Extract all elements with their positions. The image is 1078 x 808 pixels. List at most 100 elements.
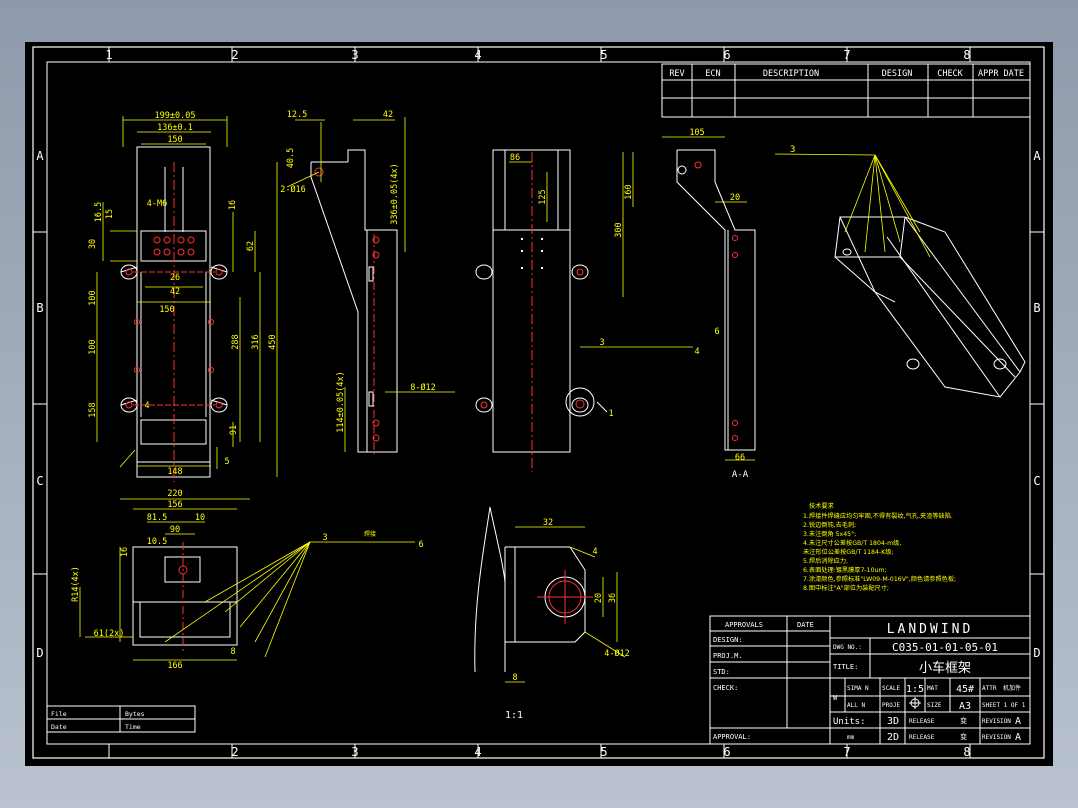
dim-62: 62	[246, 241, 256, 251]
dim-side-8-d12: 8-Ø12	[410, 382, 436, 393]
dim-det-32: 32	[543, 518, 553, 528]
rev-header-description: DESCRIPTION	[763, 69, 819, 79]
tb-2d: 2D	[887, 732, 899, 743]
front-view-holes	[125, 162, 223, 482]
detail-view-hole	[537, 570, 593, 624]
dim-det-4-d12: 4-Ø12	[604, 648, 630, 659]
tb-revision-val-2: A	[1015, 732, 1021, 743]
dim-det-20: 20	[594, 593, 604, 603]
projection-symbol	[909, 697, 921, 709]
bottom-view-holes	[178, 542, 188, 652]
dim-158: 158	[88, 402, 98, 417]
weld-note: 焊接	[364, 530, 376, 538]
dim-26: 26	[170, 273, 180, 283]
col-label-4-bottom: 4	[474, 745, 481, 759]
dim-30: 30	[88, 239, 98, 249]
col-label-6-bottom: 6	[723, 745, 730, 759]
col-label-5: 5	[600, 48, 607, 62]
detail-scale: 1:1	[505, 710, 523, 721]
dim-aa-105: 105	[689, 128, 704, 138]
tb-dwg-no-label: DWG NO.:	[833, 644, 862, 651]
tb-company: LANDWIND	[887, 622, 974, 637]
rev-header-design: DESIGN	[882, 69, 913, 79]
cad-viewport[interactable]: 1 2 3 4 5 6 7 8 2 3 4 5 6 7 8 A B C D A …	[25, 42, 1053, 766]
grid-ticks	[33, 47, 1044, 758]
bytes-label: Bytes	[125, 710, 145, 718]
col-label-2: 2	[231, 48, 238, 62]
note-line-3: 3.未注倒角 5x45°;	[803, 530, 856, 538]
rev-header-appr-date: APPR DATE	[978, 69, 1024, 79]
tb-design: DESIGN:	[713, 636, 743, 644]
col-label-3: 3	[351, 48, 358, 62]
dim-side-2-d16: 2-Ø16	[280, 184, 306, 195]
tb-all: ALL N	[847, 702, 865, 709]
tb-attr-label: ATTR	[982, 685, 997, 692]
row-label-c-right: C	[1033, 474, 1040, 488]
row-label-b-right: B	[1033, 301, 1040, 315]
dim-4-m6: 4-M6	[147, 199, 167, 209]
dim-top-w3: 150	[167, 135, 182, 145]
dim-bot-61: 61(2x)	[94, 629, 125, 639]
time-label: Time	[125, 723, 141, 731]
tb-scale: 1:5	[906, 684, 924, 695]
tb-size: A3	[959, 701, 971, 712]
tb-approval: APPROVAL:	[713, 733, 751, 741]
tb-check: CHECK:	[713, 684, 738, 692]
tb-3d: 3D	[887, 716, 899, 727]
tb-title: 小车框架	[919, 660, 971, 676]
dim-100-b: 100	[88, 339, 98, 354]
dim-bot-10-5: 10.5	[147, 537, 167, 547]
dim-15: 15	[105, 209, 115, 219]
dim-side-336: 336±0.05(4x)	[390, 163, 400, 224]
tb-approvals: APPROVALS	[725, 621, 763, 629]
row-label-d: D	[36, 646, 43, 660]
dim-91: 91	[229, 425, 239, 435]
date-label: Date	[51, 723, 67, 731]
col-label-4: 4	[474, 48, 481, 62]
tb-title-label: TITLE:	[833, 663, 858, 671]
rev-header-check: CHECK	[937, 69, 963, 79]
dim-det-8: 8	[512, 673, 517, 683]
dim-bot-10: 10	[195, 513, 205, 523]
note-line-8: 7.涂漆颜色,参照标准"LW09-M-016V",颜色请参照色板;	[803, 575, 956, 583]
tb-sheet: SHEET 1 OF 1	[982, 702, 1026, 709]
tb-release-2: RELEASE	[909, 734, 935, 741]
dim-bot-220: 220	[167, 489, 182, 499]
detail-view-dimensions	[505, 526, 626, 683]
dim-aa-20: 20	[730, 193, 740, 203]
dim-aa-300: 300	[614, 222, 624, 237]
tb-release-1: RELEASE	[909, 718, 935, 725]
front-view-dimensions	[96, 116, 278, 477]
dim-16-tol: 16	[228, 200, 238, 210]
callout-6-bot: 6	[418, 540, 423, 550]
tb-revision-2: REVISION	[982, 734, 1011, 741]
callout-3-iso: 3	[790, 145, 795, 155]
dim-side-12-5: 12.5	[287, 110, 307, 120]
dim-top-w2: 136±0.1	[157, 123, 193, 133]
side-view	[310, 149, 398, 453]
middle-view-centerline	[480, 152, 585, 472]
tb-release-val-2: 变	[960, 732, 967, 741]
note-line-1: 1.焊接件焊缝应均匀牢固,不得有裂纹,气孔,夹渣等缺陷.	[803, 512, 953, 520]
col-label-3-bottom: 3	[351, 745, 358, 759]
section-view-aa	[676, 149, 756, 451]
col-label-8-bottom: 8	[963, 745, 970, 759]
callout-3-bot: 3	[322, 533, 327, 543]
dim-bot-r14: R14(4x)	[71, 566, 81, 602]
dim-mid-125: 125	[538, 189, 548, 204]
row-label-c: C	[36, 474, 43, 488]
dim-bot-90: 90	[170, 525, 180, 535]
note-line-7: 6.表面处理:镀黑膜厚7-10um;	[803, 566, 887, 574]
engineering-drawing: 1 2 3 4 5 6 7 8 2 3 4 5 6 7 8 A B C D A …	[32, 46, 1045, 759]
outer-frame	[32, 46, 1045, 759]
tb-attr: 机加件	[1003, 684, 1021, 692]
tb-mat-label: MAT	[927, 685, 938, 692]
tb-sima: SIMA N	[847, 685, 869, 692]
row-label-a: A	[36, 149, 44, 163]
callout-1-mid: 1	[608, 409, 613, 419]
dim-side-42: 42	[383, 110, 393, 120]
tb-revision-1: REVISION	[982, 718, 1011, 725]
dim-4: 4	[144, 401, 149, 411]
tb-proj: PROJ.M.	[713, 652, 743, 660]
dim-316: 316	[251, 334, 261, 349]
